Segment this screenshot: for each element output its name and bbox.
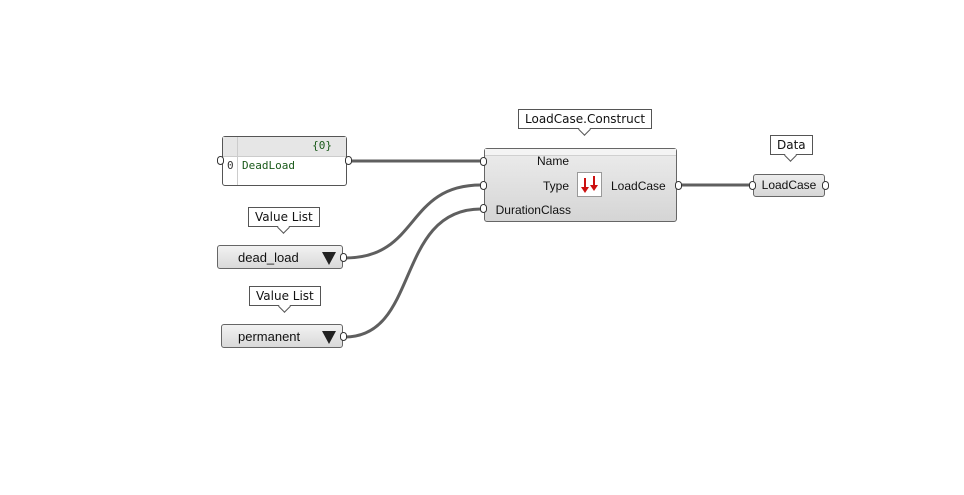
dropdown-arrow-icon[interactable] [322, 252, 336, 265]
component-tag: LoadCase.Construct [518, 109, 653, 129]
input-type-grip[interactable] [480, 181, 487, 190]
panel-index-divider [237, 137, 238, 185]
panel-deadload[interactable]: {0} 0 DeadLoad [222, 136, 347, 186]
output-loadcase-grip[interactable] [675, 181, 682, 190]
wire-permanent-to-durationclass[interactable] [344, 207, 482, 339]
component-top-strip [485, 149, 676, 156]
input-name-label[interactable]: Name [536, 154, 569, 168]
value-list-permanent[interactable]: permanent [221, 324, 343, 348]
data-param-loadcase[interactable]: LoadCase [753, 174, 825, 197]
output-loadcase-label[interactable]: LoadCase [611, 179, 666, 193]
value-list-dead-load[interactable]: dead_load [217, 245, 343, 269]
panel-header: {0} [223, 137, 346, 157]
input-name-grip[interactable] [480, 157, 487, 166]
value-list-selected: permanent [238, 329, 301, 344]
wire-deadload-to-type[interactable] [344, 183, 482, 260]
input-type-label[interactable]: Type [542, 179, 569, 193]
input-durationclass-grip[interactable] [480, 204, 487, 213]
panel-value: DeadLoad [242, 159, 295, 172]
panel-path: {0} [312, 139, 332, 152]
panel-index: 0 [227, 159, 234, 172]
value-list-1-output-grip[interactable] [340, 253, 347, 262]
value-list-tag-2: Value List [249, 286, 321, 306]
value-list-selected: dead_load [238, 250, 299, 265]
data-param-tag: Data [770, 135, 813, 155]
data-param-output-grip[interactable] [822, 181, 829, 190]
input-durationclass-label[interactable]: DurationClass [495, 203, 571, 217]
loadcase-construct-component[interactable]: Name Type DurationClass LoadCase [484, 148, 677, 222]
load-down-arrows-icon [577, 172, 602, 197]
value-list-2-output-grip[interactable] [340, 332, 347, 341]
dropdown-arrow-icon[interactable] [322, 331, 336, 344]
data-param-input-grip[interactable] [749, 181, 756, 190]
panel-input-grip[interactable] [217, 156, 224, 165]
value-list-tag-1: Value List [248, 207, 320, 227]
panel-output-grip[interactable] [345, 156, 352, 165]
